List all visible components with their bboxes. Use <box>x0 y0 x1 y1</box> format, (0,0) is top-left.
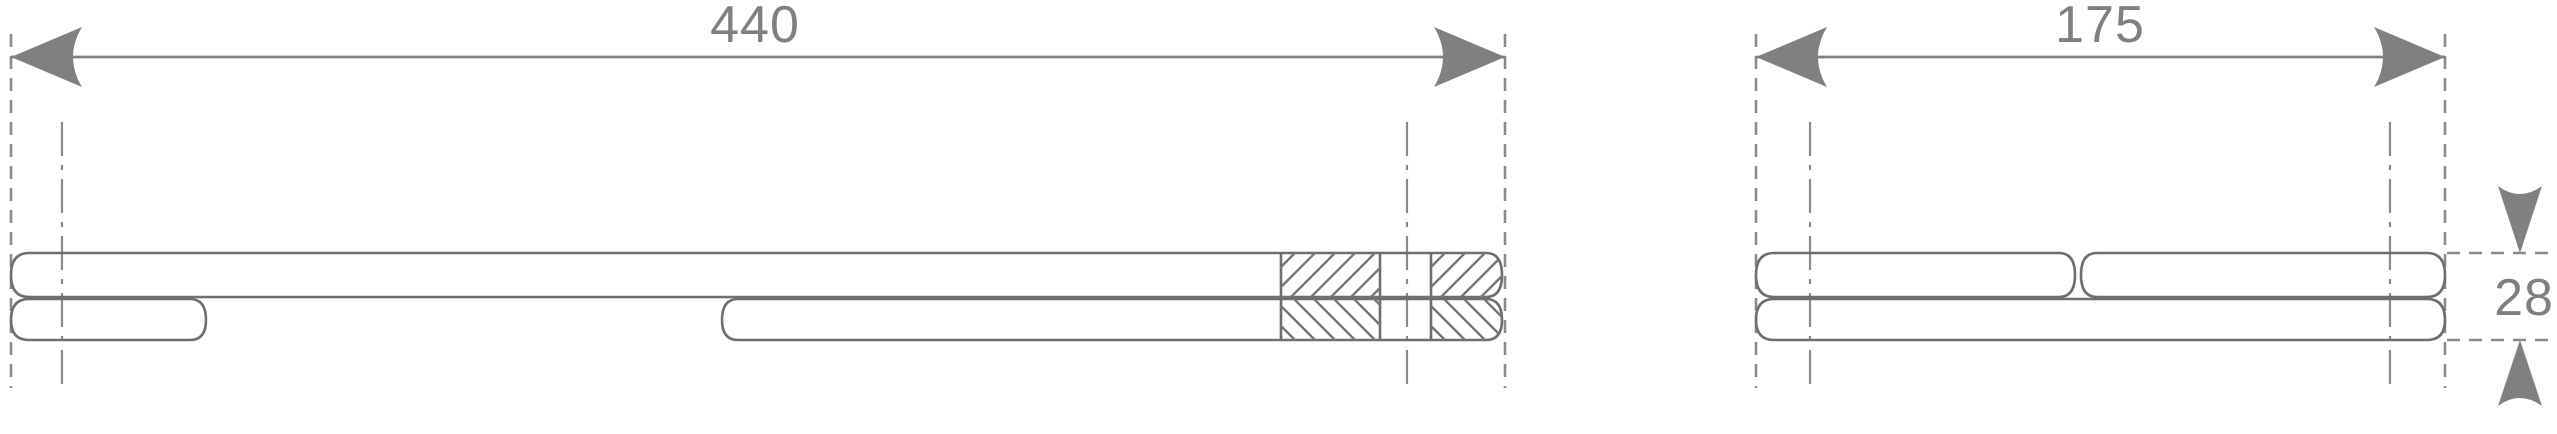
arrowhead-bottom-28 <box>2498 340 2542 406</box>
side-upper-right-bar <box>2079 251 2447 299</box>
section-hatch-block-a-top <box>1281 253 1380 297</box>
arrowhead-top-28 <box>2498 186 2542 253</box>
side-upper-left-bar <box>1754 251 2077 299</box>
arrowhead-right-440 <box>1434 27 1505 87</box>
section-hatch-block-b-top <box>1431 253 1502 297</box>
side-view: 175 28 <box>1754 0 2557 406</box>
section-hatch-block-a-bottom <box>1281 299 1380 340</box>
section-hatch-block-b-bottom <box>1431 299 1502 340</box>
front-upper-bar-outline <box>9 251 1504 299</box>
front-lower-bar-right-segment <box>720 297 1504 342</box>
arrowhead-left-440 <box>11 27 82 87</box>
arrowhead-left-175 <box>1756 27 1827 87</box>
front-lower-bar-left-segment <box>9 297 208 342</box>
dimension-value-440: 440 <box>710 0 800 54</box>
dimension-value-28: 28 <box>2494 269 2554 327</box>
side-lower-bar <box>1754 297 2447 342</box>
dimension-value-175: 175 <box>2055 0 2145 54</box>
front-view: 440 <box>9 0 1507 390</box>
arrowhead-right-175 <box>2374 27 2445 87</box>
